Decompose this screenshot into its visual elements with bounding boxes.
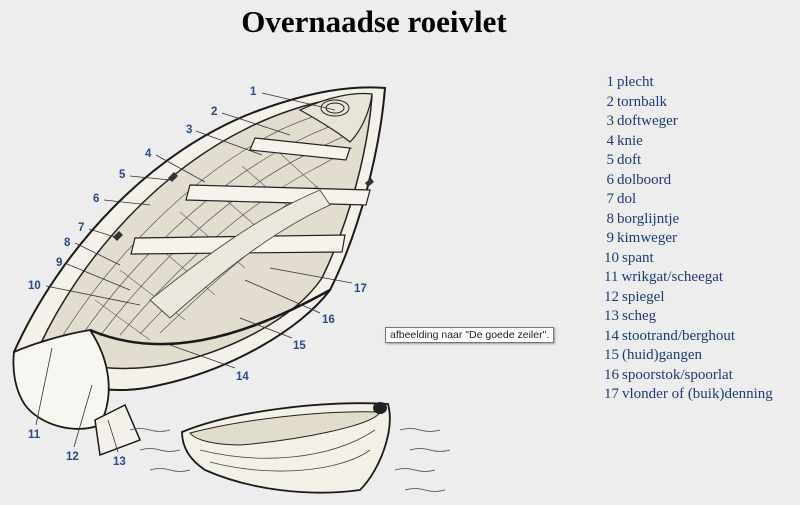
legend-label: dol — [617, 191, 637, 207]
legend-label: kimweger — [617, 230, 677, 246]
legend-item: 15(huid)gangen — [604, 346, 773, 366]
rowing-boat-diagram: 1 2 3 4 5 6 7 8 9 10 11 12 13 14 15 16 1… — [12, 86, 451, 494]
callout-17: 17 — [354, 283, 367, 295]
legend-number: 16 — [604, 366, 619, 383]
legend-number: 15 — [604, 347, 619, 363]
legend-label: wrikgat/scheegat — [621, 269, 724, 285]
callout-14: 14 — [236, 371, 249, 383]
callout-16: 16 — [322, 314, 335, 326]
legend-number: 4 — [606, 132, 615, 149]
gunwale-inner — [39, 95, 373, 370]
legend-number: 8 — [606, 210, 615, 227]
legend-label: vlonder of (buik)denning — [622, 386, 773, 402]
legend-label: doft — [617, 152, 642, 168]
callout-6: 6 — [93, 193, 99, 205]
small-boat-illustration — [181, 402, 391, 494]
legend-label: plecht — [617, 74, 654, 90]
leader-lines — [35, 92, 353, 453]
legend-number: 7 — [606, 191, 615, 207]
callout-8: 8 — [64, 237, 71, 249]
legend-number: 12 — [604, 288, 619, 305]
callout-13: 13 — [113, 456, 126, 468]
callout-1: 1 — [250, 86, 257, 98]
water-lines — [129, 428, 451, 492]
skeg — [94, 403, 141, 457]
thwart-1 — [249, 137, 351, 161]
callout-7: 7 — [78, 222, 84, 234]
legend-label: scheg — [622, 308, 657, 324]
callout-15: 15 — [293, 340, 306, 352]
legend-label: spant — [622, 249, 654, 266]
legend-number: 17 — [604, 386, 619, 402]
legend-label: doftweger — [617, 113, 678, 129]
legend-number: 10 — [604, 249, 619, 266]
legend-label: knie — [617, 132, 643, 149]
legend-number: 6 — [606, 171, 615, 188]
callout-9: 9 — [56, 257, 62, 269]
legend-number: 9 — [606, 230, 615, 246]
image-tooltip: afbeelding naar "De goede zeiler". — [385, 327, 555, 343]
legend-label: spoorstok/spoorlat — [622, 366, 733, 383]
legend-label: (huid)gangen — [622, 347, 702, 363]
callout-3: 3 — [186, 124, 192, 136]
callout-2: 2 — [211, 106, 217, 118]
legend-number: 2 — [606, 93, 615, 110]
callout-4: 4 — [145, 148, 152, 160]
legend-number: 13 — [604, 308, 619, 324]
legend-label: spiegel — [622, 288, 665, 305]
floorboards — [149, 189, 331, 319]
legend-label: tornbalk — [617, 93, 667, 110]
legend-number: 3 — [606, 113, 615, 129]
boat-illustration — [12, 86, 387, 457]
callout-5: 5 — [119, 169, 126, 181]
legend-number: 1 — [606, 74, 615, 90]
legend-number: 14 — [604, 327, 619, 344]
callout-labels: 1 2 3 4 5 6 7 8 9 10 11 12 13 14 15 16 1… — [28, 86, 367, 468]
callout-11: 11 — [28, 429, 41, 441]
legend-label: borglijntje — [617, 210, 680, 227]
rubbing-strake — [89, 288, 331, 346]
legend-label: dolboord — [617, 171, 672, 188]
callout-12: 12 — [66, 451, 79, 463]
page-title: Overnaadse roeivlet — [241, 4, 507, 39]
callout-10: 10 — [28, 280, 41, 292]
legend-number: 11 — [604, 269, 619, 285]
legend-number: 5 — [606, 152, 615, 168]
legend-label: stootrand/berghout — [622, 327, 736, 344]
